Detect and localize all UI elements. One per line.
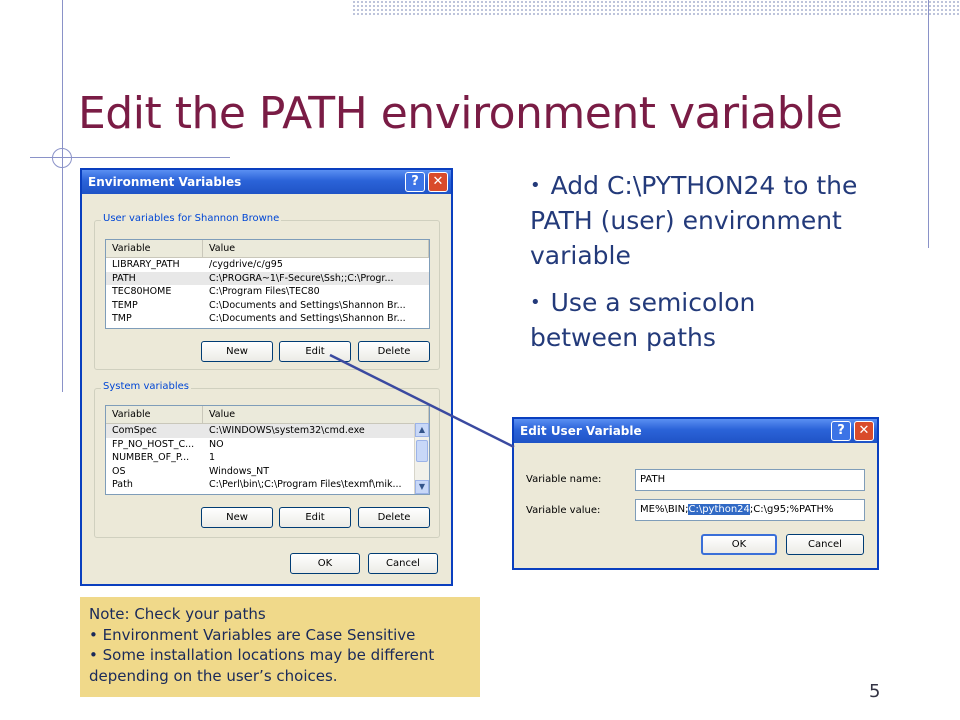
help-icon[interactable]: ? xyxy=(405,172,425,192)
cancel-button[interactable]: Cancel xyxy=(368,553,438,574)
system-new-button[interactable]: New xyxy=(201,507,273,528)
list-header: Variable Value xyxy=(106,406,429,424)
environment-variables-dialog: Environment Variables ? ✕ User variables… xyxy=(80,168,453,586)
user-new-button[interactable]: New xyxy=(201,341,273,362)
ok-button[interactable]: OK xyxy=(701,534,777,555)
list-header: Variable Value xyxy=(106,240,429,258)
decorative-crosshair-icon xyxy=(52,148,72,168)
help-icon[interactable]: ? xyxy=(831,421,851,441)
decorative-vertical-line xyxy=(928,0,929,248)
note-item: • Some installation locations may be dif… xyxy=(89,646,435,685)
system-variables-label: System variables xyxy=(101,381,192,392)
note-box: Note: Check your paths • Environment Var… xyxy=(80,597,480,697)
selected-text: C:\python24 xyxy=(688,504,750,515)
close-icon[interactable]: ✕ xyxy=(428,172,448,192)
dialog-titlebar[interactable]: Environment Variables ? ✕ xyxy=(82,170,451,194)
variable-name-input[interactable]: PATH xyxy=(635,469,865,491)
column-header-value[interactable]: Value xyxy=(203,240,429,257)
table-row[interactable]: NUMBER_OF_P...1 xyxy=(112,452,216,463)
user-variables-group: User variables for Shannon Browne Variab… xyxy=(94,213,440,370)
variable-value-label: Variable value: xyxy=(526,505,601,516)
bullet-item: •Add C:\PYTHON24 to the PATH (user) envi… xyxy=(530,171,858,270)
ok-button[interactable]: OK xyxy=(290,553,360,574)
dialog-title: Edit User Variable xyxy=(520,424,642,438)
page-number: 5 xyxy=(869,681,881,702)
bullet-item: •Use a semicolon between paths xyxy=(530,288,756,352)
connector-stroke xyxy=(329,353,515,449)
user-variables-label: User variables for Shannon Browne xyxy=(101,213,282,224)
user-delete-button[interactable]: Delete xyxy=(358,341,430,362)
note-item: • Environment Variables are Case Sensiti… xyxy=(89,625,416,644)
cancel-button[interactable]: Cancel xyxy=(786,534,864,555)
variable-name-label: Variable name: xyxy=(526,474,602,485)
slide-title: Edit the PATH environment variable xyxy=(78,88,843,139)
table-row[interactable]: FP_NO_HOST_C...NO xyxy=(112,438,224,450)
bullet-list: •Add C:\PYTHON24 to the PATH (user) envi… xyxy=(530,168,860,367)
user-variables-list[interactable]: Variable Value LIBRARY_PATH/cygdrive/c/g… xyxy=(105,239,430,329)
decorative-vertical-line xyxy=(62,0,63,392)
decorative-dot-band xyxy=(352,0,960,17)
system-delete-button[interactable]: Delete xyxy=(358,507,430,528)
close-icon[interactable]: ✕ xyxy=(854,421,874,441)
column-header-variable[interactable]: Variable xyxy=(106,406,203,423)
column-header-variable[interactable]: Variable xyxy=(106,240,203,257)
decorative-horizontal-line xyxy=(30,157,230,158)
edit-user-variable-dialog: Edit User Variable ? ✕ Variable name: PA… xyxy=(512,417,879,570)
scroll-down-icon[interactable]: ▼ xyxy=(415,480,429,494)
scroll-thumb[interactable] xyxy=(416,440,428,462)
bullet-dot-icon: • xyxy=(530,292,541,313)
note-heading: Note: Check your paths xyxy=(89,605,266,623)
dialog-titlebar[interactable]: Edit User Variable ? ✕ xyxy=(514,419,877,443)
variable-value-input[interactable]: ME%\BIN;C:\python24;C:\g95;%PATH% xyxy=(635,499,865,521)
dialog-title: Environment Variables xyxy=(88,175,242,189)
bullet-dot-icon: • xyxy=(530,175,541,196)
vertical-scrollbar[interactable]: ▲ ▼ xyxy=(414,423,429,494)
system-edit-button[interactable]: Edit xyxy=(279,507,351,528)
table-row[interactable]: LIBRARY_PATH/cygdrive/c/g95 xyxy=(112,259,283,270)
column-header-value[interactable]: Value xyxy=(203,406,429,423)
scroll-up-icon[interactable]: ▲ xyxy=(415,423,429,437)
